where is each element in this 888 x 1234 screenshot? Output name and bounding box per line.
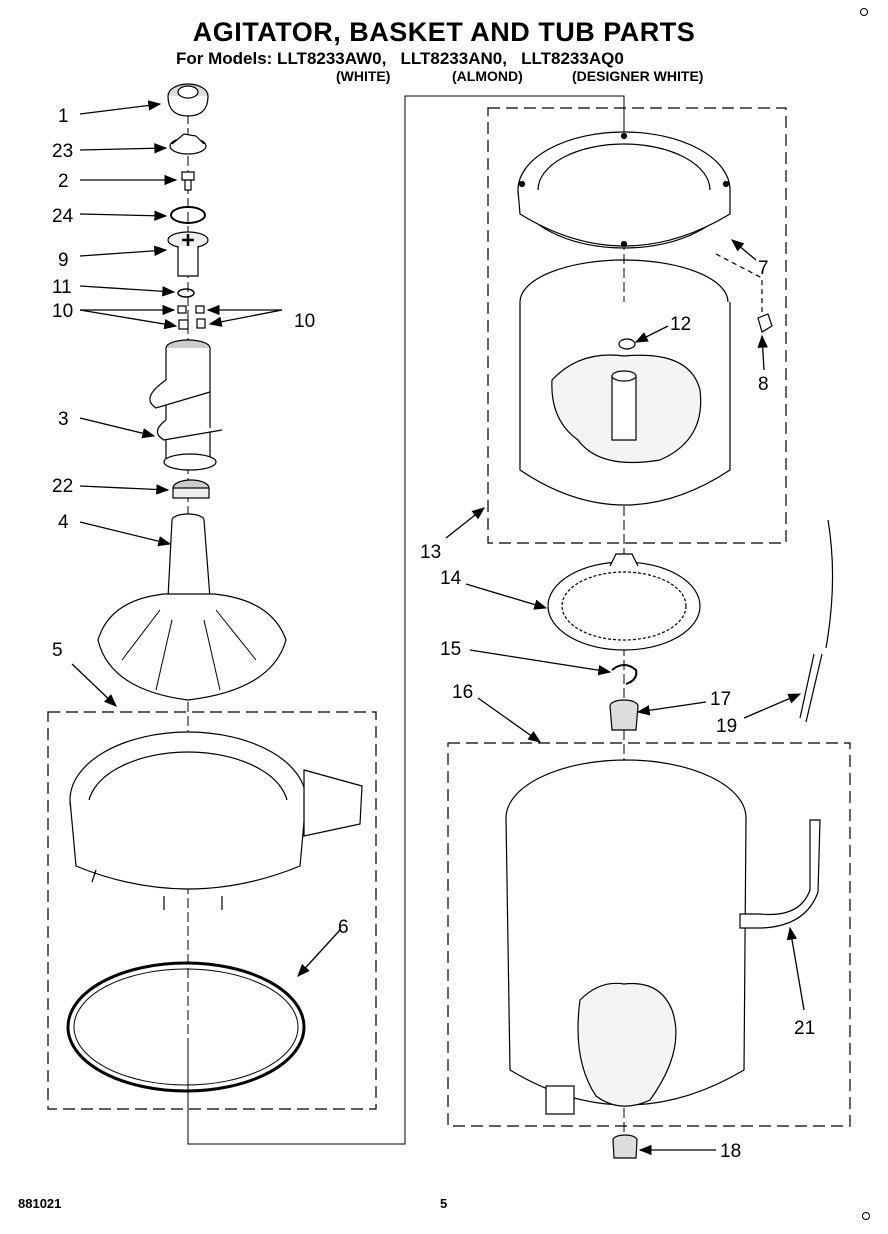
- corner-mark-top-right: [860, 8, 868, 16]
- callout-4: 4: [58, 512, 69, 533]
- part-14-drive-block: [547, 553, 701, 651]
- callout-6: 6: [338, 917, 349, 938]
- part-23-cap-insert: [169, 133, 207, 155]
- group-box-16: [447, 742, 851, 1127]
- variant-almond: (ALMOND): [452, 68, 523, 84]
- callout-10-right: 10: [294, 311, 315, 332]
- callout-22: 22: [52, 476, 73, 497]
- callout-8: 8: [758, 374, 769, 395]
- assembly-connector-line: [187, 95, 625, 1145]
- part-22-cam: [172, 479, 210, 499]
- part-1-agitator-cap: [167, 83, 209, 117]
- callout-15: 15: [440, 639, 461, 660]
- part-13-basket: [519, 259, 731, 506]
- part-24-o-ring: [170, 206, 206, 224]
- callout-17: 17: [710, 689, 731, 710]
- part-12-nut: [618, 338, 636, 350]
- callout-10-left: 10: [52, 301, 73, 322]
- callout-13: 13: [420, 542, 441, 563]
- part-16-tub: [505, 759, 747, 1115]
- callout-21: 21: [794, 1018, 815, 1039]
- part-8-clip: [715, 253, 773, 333]
- page-number: 5: [440, 1196, 448, 1211]
- group-box-13: [487, 107, 787, 544]
- footer-code: 881021: [18, 1196, 62, 1211]
- callout-labels: 1 23 2 24 9 11 10 10 3 22 4 5 6 7 12 8 1…: [52, 106, 815, 1162]
- variant-white: (WHITE): [336, 68, 391, 84]
- part-19-hose-strip: [799, 519, 834, 723]
- part-3-agitator: [149, 339, 223, 471]
- corner-mark-bottom-right: [862, 1212, 870, 1220]
- part-10-dogs: [177, 305, 206, 330]
- part-15-snap-ring: [611, 664, 638, 685]
- models-line: For Models: LLT8233AW0, LLT8233AN0, LLT8…: [176, 49, 624, 68]
- page-title: AGITATOR, BASKET AND TUB PARTS: [192, 17, 696, 47]
- callout-18: 18: [720, 1141, 741, 1162]
- callout-9: 9: [58, 250, 69, 271]
- part-5-ring-assembly: [69, 731, 363, 910]
- callout-arrows: [71, 100, 805, 1156]
- callout-16: 16: [452, 682, 473, 703]
- part-6-seal-ring: [66, 961, 306, 1093]
- callout-14: 14: [440, 568, 462, 589]
- callout-5: 5: [52, 640, 63, 661]
- callout-1: 1: [58, 106, 69, 127]
- callout-11: 11: [52, 277, 72, 298]
- callout-3: 3: [58, 409, 69, 430]
- callout-2: 2: [58, 171, 69, 192]
- part-21-hose: [739, 819, 821, 929]
- variant-designer-white: (DESIGNER WHITE): [572, 68, 704, 84]
- callout-19: 19: [716, 716, 737, 737]
- part-11-retainer: [177, 288, 195, 298]
- part-17-bushing: [609, 699, 639, 731]
- callout-23: 23: [52, 141, 73, 162]
- callout-7: 7: [758, 258, 769, 279]
- part-4-agitator-base: [97, 513, 287, 701]
- group-box-5: [47, 711, 377, 1110]
- part-18-plug: [612, 1134, 638, 1159]
- part-9-coupling: [167, 231, 209, 277]
- part-7-balance-ring: [517, 131, 731, 249]
- part-2-bolt: [181, 171, 195, 191]
- callout-12: 12: [670, 314, 691, 335]
- callout-24: 24: [52, 206, 74, 227]
